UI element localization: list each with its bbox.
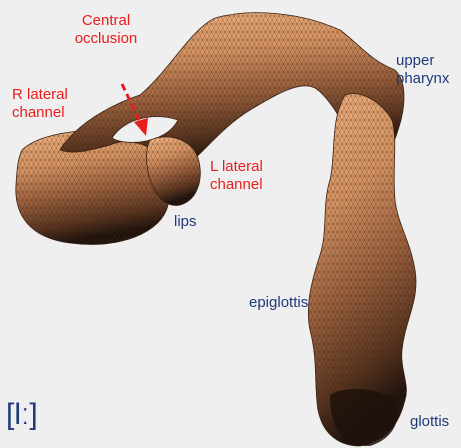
l-lateral-channel-line2: channel (210, 176, 263, 194)
glottis-label: glottis (410, 413, 449, 431)
l-lateral-channel-line1: L lateral (210, 158, 263, 176)
central-occlusion-label: Central occlusion (56, 12, 156, 48)
upper-pharynx-line2: pharynx (396, 70, 449, 88)
l-lateral-channel-label: L lateral channel (210, 158, 263, 194)
lips-label: lips (174, 213, 197, 231)
central-occlusion-line2: occlusion (56, 30, 156, 48)
epiglottis-label: epiglottis (249, 294, 308, 312)
phoneme-label: [lː] (6, 398, 38, 432)
r-lateral-channel-line2: channel (12, 104, 68, 122)
r-lateral-channel-line1: R lateral (12, 86, 68, 104)
upper-pharynx-line1: upper (396, 52, 449, 70)
r-lateral-channel-label: R lateral channel (12, 86, 68, 122)
upper-pharynx-label: upper pharynx (396, 52, 449, 88)
central-occlusion-line1: Central (56, 12, 156, 30)
